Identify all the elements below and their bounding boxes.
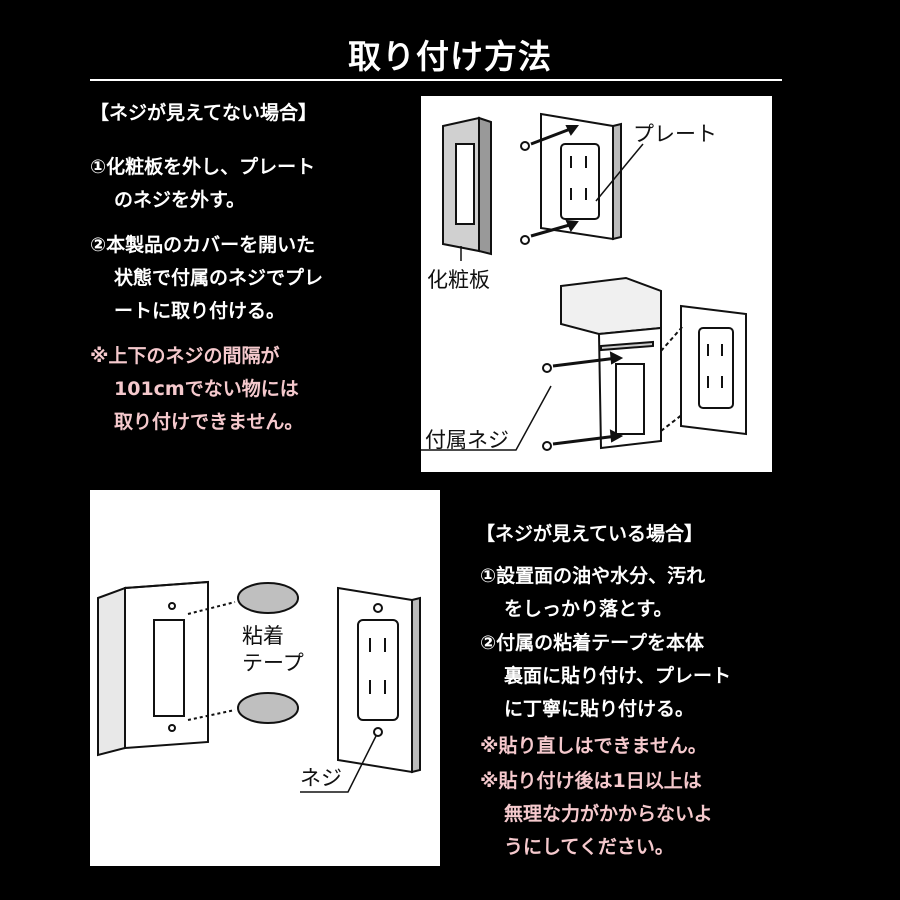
label-adhesive-tape: 粘着 テープ bbox=[242, 623, 304, 677]
section1-note-line2: 101cmでない物には bbox=[114, 378, 299, 400]
section2-step2-line1: ②付属の粘着テープを本体 bbox=[480, 632, 704, 654]
diagram-screws-visible: 粘着 テープ ネジ bbox=[90, 490, 440, 866]
section2-note2-line2: 無理な力がかからないよ bbox=[504, 803, 713, 825]
section2-note1: ※貼り直しはできません。 bbox=[480, 730, 707, 763]
section2-step1-line1: ①設置面の油や水分、汚れ bbox=[480, 565, 706, 587]
section2-step2: ②付属の粘着テープを本体 裏面に貼り付け、プレート に丁寧に貼り付ける。 bbox=[480, 627, 731, 726]
section2-step2-line3: に丁寧に貼り付ける。 bbox=[504, 698, 695, 720]
label-plate: プレート bbox=[633, 122, 717, 146]
section2-step2-line2: 裏面に貼り付け、プレート bbox=[504, 665, 732, 687]
section2-heading: 【ネジが見えている場合】 bbox=[476, 523, 704, 545]
section2-step1: ①設置面の油や水分、汚れ をしっかり落とす。 bbox=[480, 560, 705, 626]
diagram-screws-hidden: プレート 化粧板 付属ネジ bbox=[421, 96, 772, 472]
section2-note2: ※貼り付け後は1日以上は 無理な力がかからないよ うにしてください。 bbox=[480, 765, 713, 864]
section2-note2-line1: ※貼り付け後は1日以上は bbox=[480, 770, 702, 792]
label-cover-plate: 化粧板 bbox=[427, 268, 490, 292]
section1-note-line3: 取り付けできません。 bbox=[114, 411, 304, 433]
section1-step1-line1: ①化粧板を外し、プレート bbox=[90, 156, 316, 178]
label-included-screw: 付属ネジ bbox=[425, 428, 509, 452]
diagram-screws-hidden-illustration bbox=[421, 112, 747, 451]
section1-step2-line1: ②本製品のカバーを開いた bbox=[90, 234, 316, 256]
label-screw: ネジ bbox=[300, 766, 342, 790]
section1-step1-line2: のネジを外す。 bbox=[114, 189, 246, 211]
title-divider bbox=[90, 79, 782, 81]
section2-note2-line3: うにしてください。 bbox=[504, 836, 674, 858]
section1-heading: 【ネジが見えてない場合】 bbox=[90, 102, 318, 124]
label-adhesive-tape-line1: 粘着 bbox=[242, 624, 284, 648]
section2-step1-line2: をしっかり落とす。 bbox=[504, 598, 673, 620]
section1-step2: ②本製品のカバーを開いた 状態で付属のネジでプレ ートに取り付ける。 bbox=[90, 229, 323, 328]
section1-step1: ①化粧板を外し、プレート のネジを外す。 bbox=[90, 151, 315, 217]
section1-note-line1: ※上下のネジの間隔が bbox=[90, 345, 280, 367]
section1-step2-line3: ートに取り付ける。 bbox=[114, 300, 286, 322]
section1-note: ※上下のネジの間隔が 101cmでない物には 取り付けできません。 bbox=[90, 340, 303, 439]
diagram-screws-visible-illustration bbox=[97, 580, 421, 793]
section1-step2-line2: 状態で付属のネジでプレ bbox=[114, 267, 324, 289]
label-adhesive-tape-line2: テープ bbox=[242, 651, 304, 675]
section2-note1-line1: ※貼り直しはできません。 bbox=[480, 735, 707, 757]
page-title: 取り付け方法 bbox=[348, 37, 552, 76]
